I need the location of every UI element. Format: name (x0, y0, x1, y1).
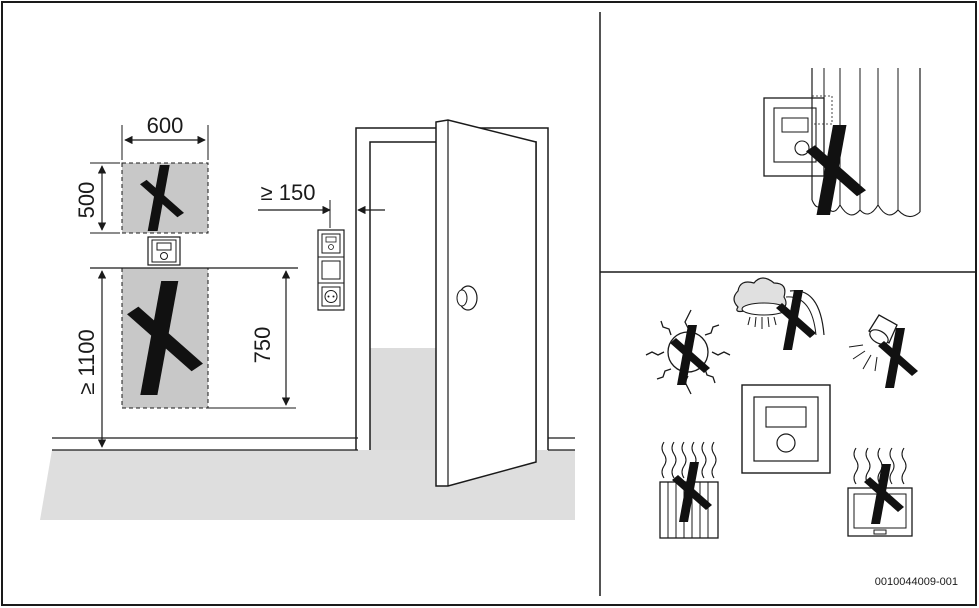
dimension-door-distance-label: ≥ 150 (261, 180, 316, 205)
curtain-icon (811, 68, 921, 218)
reference-code: 0010044009-001 (875, 576, 958, 588)
door-icon (355, 119, 549, 487)
dimension-mount-height-label: ≥ 1100 (74, 329, 99, 395)
dimension-switch-height-label: 750 (250, 327, 275, 364)
thermostat-icon (763, 97, 825, 177)
bottom-right-panel: 0010044009-001 (645, 277, 958, 588)
lamp-icon (848, 314, 898, 372)
thermostat-icon (321, 233, 341, 254)
thermostat-icon (147, 236, 181, 266)
dimension-width-label: 600 (147, 113, 184, 138)
top-right-panel (763, 68, 921, 218)
thermostat-icon (741, 384, 831, 474)
socket-icon (321, 286, 341, 307)
dimension-top-height-label: 500 (74, 182, 99, 219)
wall-unit (317, 229, 345, 311)
left-panel: 600 500 ≥ 1100 750 (40, 113, 575, 520)
